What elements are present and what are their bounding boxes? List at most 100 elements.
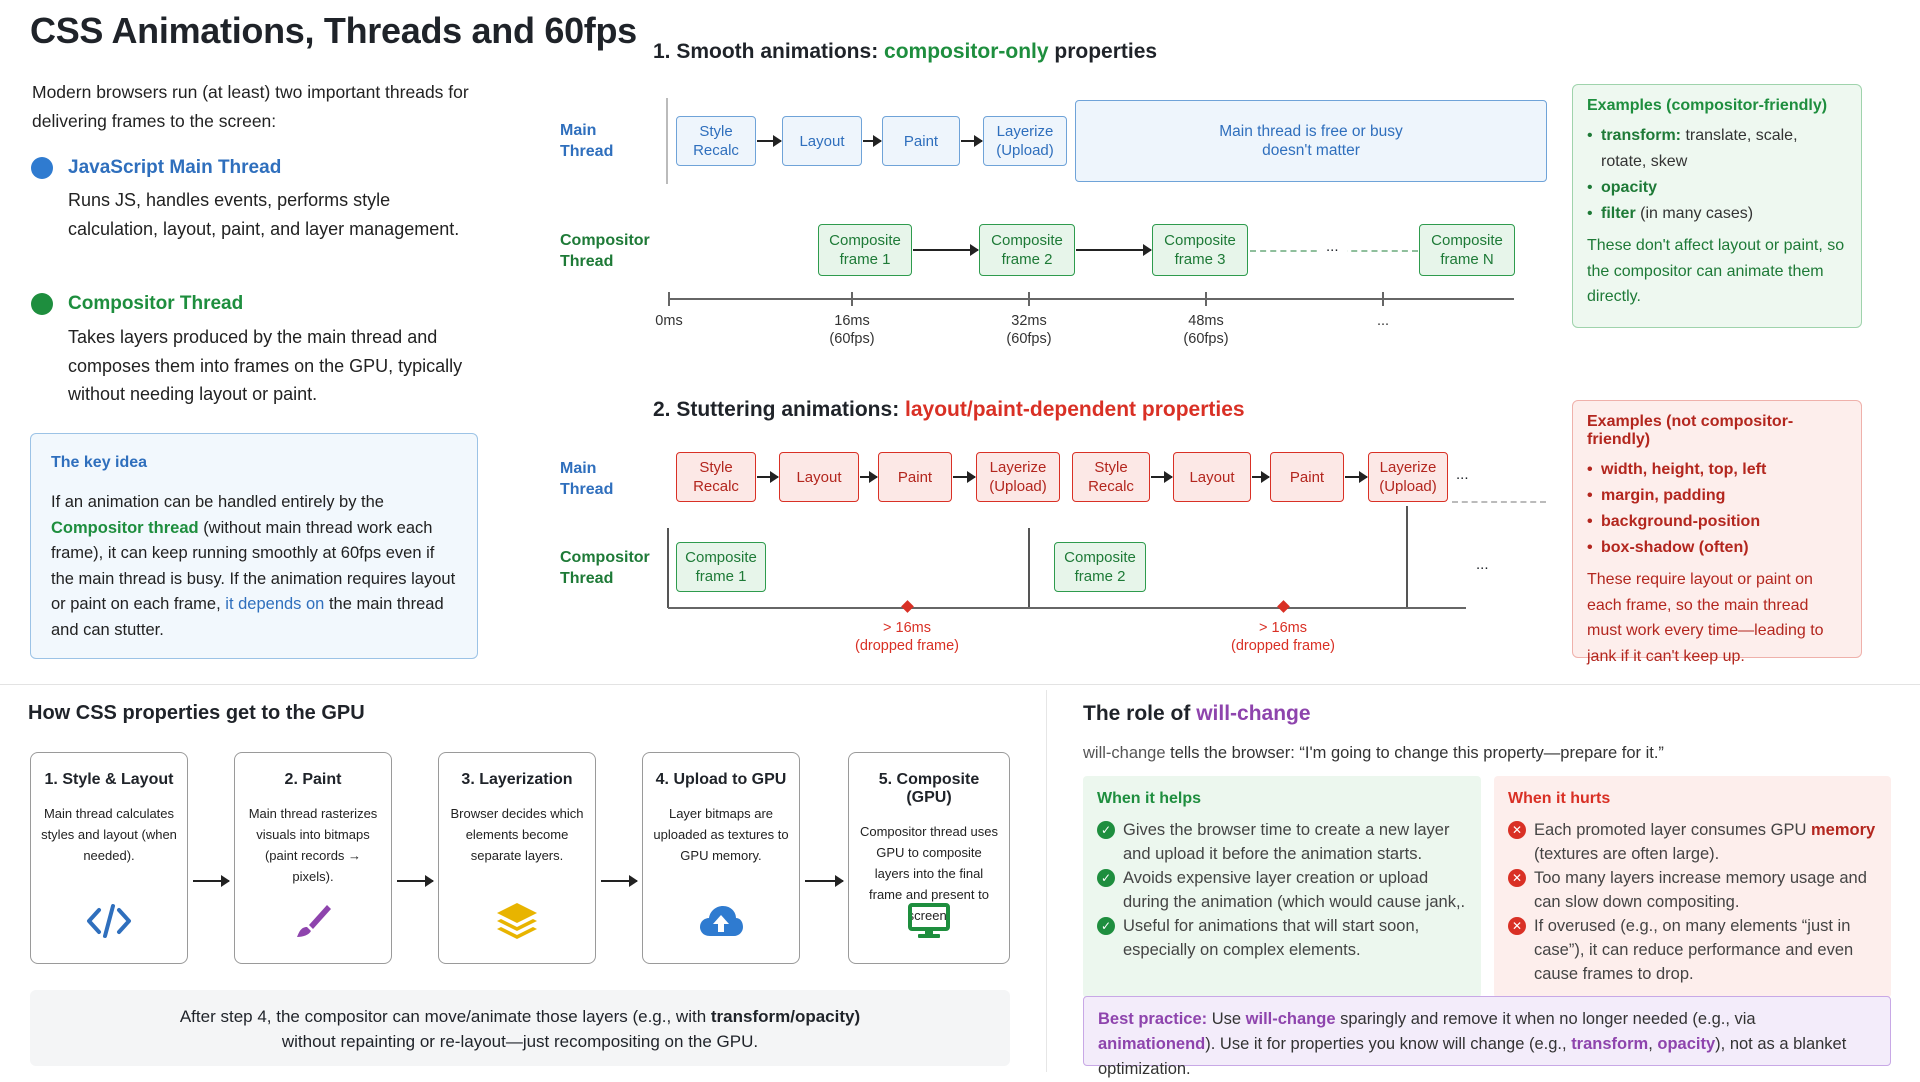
smooth-main-box: Layerize (Upload) <box>983 116 1067 166</box>
stutter-main-box: Style Recalc <box>676 452 756 502</box>
layers-icon <box>439 901 595 941</box>
dropped-frame-label: > 16ms(dropped frame) <box>855 620 959 654</box>
step-title: 3. Layerization <box>461 771 573 788</box>
intro-text: Modern browsers run (at least) two impor… <box>32 82 469 131</box>
step-title: 4. Upload to GPU <box>655 771 787 788</box>
step-title: 1. Style & Layout <box>44 771 174 788</box>
smooth-lane-divider <box>666 98 668 184</box>
flow-arrow <box>953 471 976 483</box>
example-item: opacity <box>1587 175 1847 201</box>
axis-tick-label: 32ms(60fps) <box>1006 313 1052 347</box>
flow-arrow <box>805 875 844 887</box>
flow-arrow <box>1345 471 1368 483</box>
step-desc: Main thread rasterizes visuals into bitm… <box>248 806 378 884</box>
main-thread-free-note: Main thread is free or busy doesn't matt… <box>1075 100 1547 182</box>
pipeline-step-paint: 2. Paint Main thread rasterizes visuals … <box>234 752 392 964</box>
frame-boundary-line <box>667 528 669 608</box>
brush-icon <box>235 901 391 941</box>
compositor-thread-title: Compositor Thread <box>68 293 244 314</box>
flow-arrow <box>757 471 779 483</box>
main-thread-desc: Runs JS, handles events, performs style … <box>68 190 460 239</box>
page-title: CSS Animations, Threads and 60fps <box>30 10 637 51</box>
step-desc: Layer bitmaps are uploaded as textures t… <box>653 806 789 863</box>
example-item: transform: translate, scale, rotate, ske… <box>1587 123 1847 175</box>
example-item: width, height, top, left <box>1587 457 1847 483</box>
smooth-lane-compositor: Compositor Thread <box>560 232 650 270</box>
example-item: box-shadow (often) <box>1587 535 1847 561</box>
flow-arrow <box>1076 244 1152 256</box>
flow-arrow <box>961 135 983 147</box>
flow-arrow <box>1151 471 1173 483</box>
flow-arrow <box>860 471 878 483</box>
compositor-thread-dot-icon <box>31 293 53 315</box>
section-divider <box>1046 690 1047 1072</box>
check-icon: ✓ <box>1097 869 1115 887</box>
will-change-title: The role of will-change <box>1083 702 1311 725</box>
axis-tick <box>1382 292 1384 306</box>
smooth-time-axis <box>668 298 1514 300</box>
flow-arrow <box>601 875 638 887</box>
smooth-heading: 1. Smooth animations: compositor-only pr… <box>653 40 1158 63</box>
stutter-main-box: Layout <box>779 452 859 502</box>
stutter-lane-compositor: Compositor Thread <box>560 549 650 587</box>
examples-note: These don't affect layout or paint, so t… <box>1587 237 1845 305</box>
stutter-main-box: Paint <box>878 452 952 502</box>
pipeline-step-upload: 4. Upload to GPU Layer bitmaps are uploa… <box>642 752 800 964</box>
key-idea-title: The key idea <box>51 454 148 471</box>
cloud-upload-icon <box>643 901 799 941</box>
pipeline-step-composite: 5. Composite (GPU) Compositor thread use… <box>848 752 1010 964</box>
flow-arrow <box>863 135 882 147</box>
axis-tick-label: 0ms <box>655 313 683 329</box>
smooth-lane-main: Main Thread <box>560 122 614 160</box>
smooth-main-box: Layout <box>782 116 862 166</box>
not-compositor-friendly-examples: Examples (not compositor-friendly) width… <box>1572 400 1862 665</box>
smooth-main-box: Style Recalc <box>676 116 756 166</box>
stutter-main-box: Layerize (Upload) <box>976 452 1060 502</box>
axis-tick <box>1028 292 1030 306</box>
example-item: filter (in many cases) <box>1587 201 1847 227</box>
pipeline-step-layerization: 3. Layerization Browser decides which el… <box>438 752 596 964</box>
section-divider <box>0 684 1920 685</box>
flow-arrow <box>193 875 230 887</box>
examples-note: These require layout or paint on each fr… <box>1587 571 1824 665</box>
axis-tick-label: 16ms(60fps) <box>829 313 875 347</box>
main-thread-dot-icon <box>31 157 53 179</box>
stutter-main-box: Paint <box>1270 452 1344 502</box>
x-circle-icon: ✕ <box>1508 821 1526 839</box>
key-idea-box: The key idea If an animation can be hand… <box>30 433 478 659</box>
dropped-frame-label: > 16ms(dropped frame) <box>1231 620 1335 654</box>
x-circle-icon: ✕ <box>1508 869 1526 887</box>
helps-title: When it helps <box>1097 790 1201 807</box>
dropped-frame-marker <box>901 600 914 613</box>
smooth-ellipsis: ... <box>1318 238 1347 255</box>
frame-boundary-line <box>1028 528 1030 608</box>
flow-arrow <box>913 244 979 256</box>
gpu-note: After step 4, the compositor can move/an… <box>30 990 1010 1066</box>
check-icon: ✓ <box>1097 821 1115 839</box>
hurts-item: ✕Each promoted layer consumes GPU memory… <box>1508 818 1877 866</box>
axis-tick <box>851 292 853 306</box>
stutter-composite-frame: Composite frame 1 <box>676 542 766 592</box>
step-desc: Browser decides which elements become se… <box>450 806 584 863</box>
step-title: 2. Paint <box>284 771 342 788</box>
pipeline-step-style-layout: 1. Style & Layout Main thread calculates… <box>30 752 188 964</box>
example-item: background-position <box>1587 509 1847 535</box>
helps-item: ✓Gives the browser time to create a new … <box>1097 818 1467 866</box>
stutter-heading: 2. Stuttering animations: layout/paint-d… <box>653 398 1245 421</box>
flow-arrow <box>757 135 782 147</box>
compositor-thread-desc: Takes layers produced by the main thread… <box>68 327 463 404</box>
smooth-composite-frame: Composite frame N <box>1419 224 1515 276</box>
best-practice-box: Best practice: Use will-change sparingly… <box>1083 996 1891 1078</box>
check-icon: ✓ <box>1097 917 1115 935</box>
stutter-main-box: Layout <box>1173 452 1251 502</box>
smooth-composite-frame: Composite frame 3 <box>1152 224 1248 276</box>
flow-arrow <box>1252 471 1270 483</box>
stutter-main-box: Style Recalc <box>1072 452 1150 502</box>
smooth-composite-frame: Composite frame 1 <box>818 224 912 276</box>
stutter-main-box: Layerize (Upload) <box>1368 452 1448 502</box>
will-change-intro: will-change tells the browser: “I'm goin… <box>1083 744 1664 762</box>
compositor-friendly-examples: Examples (compositor-friendly) transform… <box>1572 84 1862 328</box>
gpu-section-title: How CSS properties get to the GPU <box>28 702 365 724</box>
stutter-time-axis <box>668 607 1466 609</box>
code-icon <box>31 901 187 941</box>
